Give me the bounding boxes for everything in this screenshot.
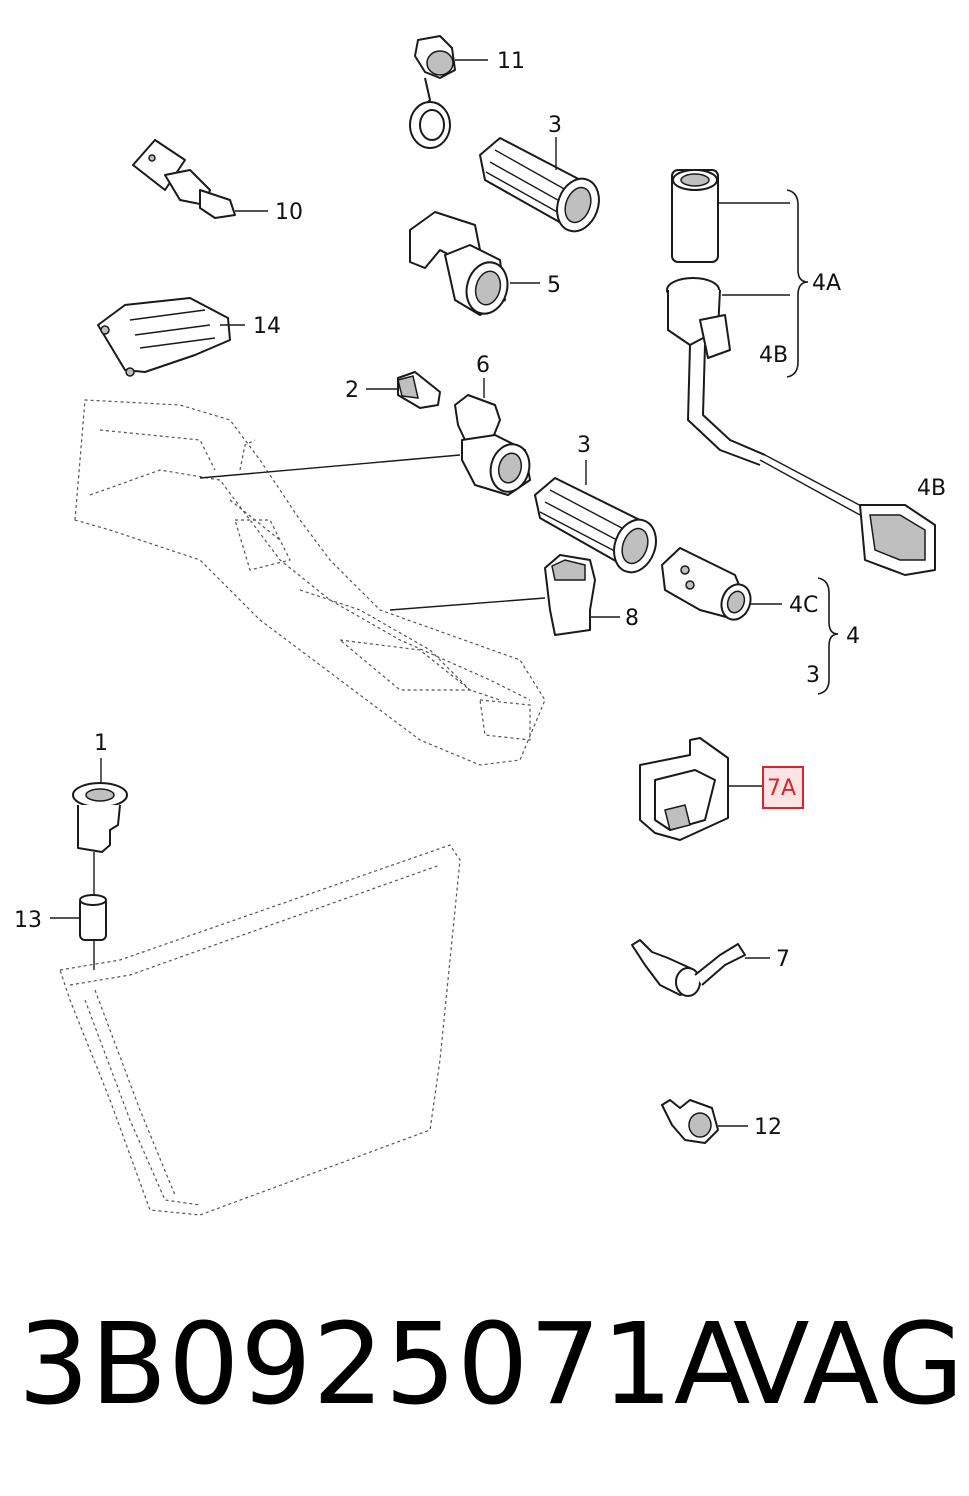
part-5-socket-housing (409, 211, 540, 316)
callout-7A-highlight (762, 766, 804, 809)
part-3-lighter-insert-top (479, 137, 600, 233)
callout-1: 1 (94, 731, 108, 756)
brand-name: VAG (733, 1300, 964, 1430)
part-10-connector (132, 139, 268, 219)
callout-7A: 7A (767, 776, 796, 801)
part-7-socket-cap (631, 939, 770, 997)
part-13-sleeve (50, 894, 107, 970)
callout-7: 7 (776, 947, 790, 972)
callout-4B-bracket: 4B (759, 343, 788, 368)
part-11-cap (409, 35, 488, 149)
part-8-clip (389, 554, 620, 636)
callout-3-mid: 3 (577, 433, 591, 458)
callout-12: 12 (754, 1115, 782, 1140)
part-1-lamp (72, 758, 128, 898)
part-4C-socket (661, 547, 782, 621)
part-14-bracket (97, 297, 245, 377)
callout-10: 10 (275, 200, 303, 225)
callout-3-top: 3 (548, 113, 562, 138)
bracket-4 (786, 189, 809, 378)
callout-4B-connector: 4B (917, 476, 946, 501)
center-console-outline (74, 399, 546, 766)
callout-2: 2 (345, 378, 359, 403)
callout-3-brace: 3 (806, 663, 820, 688)
part-6-housing (199, 378, 531, 496)
door-panel-outline (59, 844, 461, 1216)
callout-8: 8 (625, 606, 639, 631)
callout-14: 14 (253, 314, 281, 339)
callout-4A: 4A (812, 271, 841, 296)
bracket-4C (817, 577, 839, 695)
part-4-socket-assembly (666, 169, 936, 576)
part-12-grommet (661, 1099, 748, 1144)
callout-6: 6 (476, 353, 490, 378)
callout-13: 13 (14, 908, 42, 933)
callout-11: 11 (497, 49, 525, 74)
part-number: 3B0925071A (18, 1300, 752, 1430)
part-7A-holder (639, 737, 763, 841)
part-3-lighter-insert-mid (534, 460, 657, 574)
callout-5: 5 (547, 273, 561, 298)
part-2-bulb-holder (366, 371, 441, 409)
callout-4: 4 (846, 624, 860, 649)
callout-4C: 4C (789, 593, 818, 618)
